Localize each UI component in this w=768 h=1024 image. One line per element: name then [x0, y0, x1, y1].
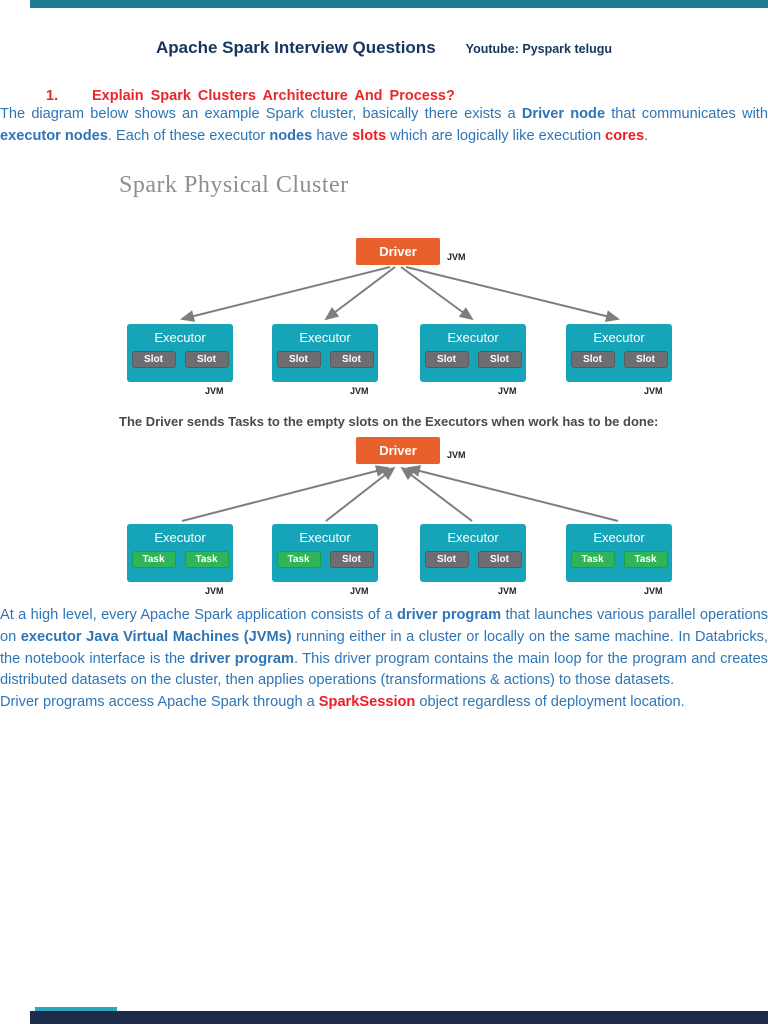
question-title: Explain Spark Clusters Architecture And … [92, 88, 455, 104]
text-segment-red: SparkSession [318, 694, 416, 711]
executor-label: Executor [447, 329, 499, 345]
slot-row: Slot Slot [424, 550, 522, 568]
question-number: 1. [46, 88, 59, 104]
slot-row: Slot Slot [424, 350, 522, 368]
jvm-label: JVM [350, 385, 369, 396]
text-segment-bold: nodes [269, 127, 313, 144]
slot-cell: Slot [570, 350, 615, 368]
task-cell: Task [276, 550, 321, 568]
slot-row: Slot Slot [276, 350, 374, 368]
jvm-label: JVM [205, 585, 224, 596]
text-segment: have [312, 127, 353, 144]
body-paragraph: At a high level, every Apache Spark appl… [0, 605, 768, 693]
jvm-label: JVM [498, 385, 517, 396]
slot-row: Task Task [131, 550, 229, 568]
slot-cell: Slot [276, 350, 321, 368]
text-segment-bold: executor nodes [0, 127, 108, 144]
executor-label: Executor [299, 329, 351, 345]
cluster-diagram-2: Driver JVM Executor Task Task JVM Execut… [0, 436, 768, 605]
executor-label: Executor [593, 329, 645, 345]
diagram-caption: The Driver sends Tasks to the empty slot… [119, 413, 659, 429]
question-row: 1. Explain Spark Clusters Architecture A… [46, 88, 716, 104]
executor-box: Executor Task Task [127, 523, 233, 582]
page-subtitle: Youtube: Pyspark telugu [465, 42, 612, 56]
executor-box: Executor Slot Slot [420, 523, 526, 582]
executor-label: Executor [447, 529, 499, 545]
text-segment: . This driver program contains the main … [0, 650, 768, 689]
bottom-decorative-bar [30, 1011, 768, 1024]
text-segment: which are logically like execution [386, 127, 606, 144]
cluster-diagram-1: Spark Physical Cluster Driver JVM Execut… [0, 172, 768, 408]
slot-cell: Slot [184, 350, 229, 368]
intro-paragraph: The diagram below shows an example Spark… [0, 104, 768, 148]
slot-cell: Slot [329, 350, 374, 368]
jvm-label: JVM [205, 385, 224, 396]
executor-label: Executor [593, 529, 645, 545]
task-cell: Task [131, 550, 176, 568]
slot-row: Task Slot [276, 550, 374, 568]
text-segment-red: slots [352, 127, 387, 144]
task-cell: Task [184, 550, 229, 568]
text-segment: that launches various parallel operation… [0, 606, 768, 645]
text-segment: . Each of these executor [107, 127, 270, 144]
top-decorative-bar [30, 0, 768, 8]
diagram-title: Spark Physical Cluster [119, 171, 349, 198]
jvm-label: JVM [350, 585, 369, 596]
executor-label: Executor [299, 529, 351, 545]
text-segment: The diagram below shows an example Spark… [0, 106, 522, 122]
slot-cell: Slot [329, 550, 374, 568]
text-segment-bold: Driver node [521, 106, 606, 122]
jvm-label: JVM [644, 385, 663, 396]
text-segment: object regardless of deployment location… [415, 694, 685, 711]
text-segment-bold: driver program [189, 650, 294, 667]
slot-row: Task Task [570, 550, 668, 568]
executor-box: Executor Slot Slot [420, 323, 526, 382]
text-segment: . [644, 127, 649, 144]
task-cell: Task [623, 550, 668, 568]
jvm-label: JVM [644, 585, 663, 596]
slot-cell: Slot [623, 350, 668, 368]
executor-box: Executor Task Slot [272, 523, 378, 582]
slot-cell: Slot [477, 550, 522, 568]
slot-row: Slot Slot [131, 350, 229, 368]
driver-box: Driver [356, 237, 440, 265]
text-segment-bold: executor Java Virtual Machines (JVMs) [20, 628, 292, 645]
executor-box: Executor Slot Slot [566, 323, 672, 382]
driver-box: Driver [356, 436, 440, 464]
executor-box: Executor Slot Slot [272, 323, 378, 382]
jvm-label: JVM [447, 251, 466, 262]
document-header: Apache Spark Interview Questions Youtube… [0, 0, 768, 58]
page-title: Apache Spark Interview Questions [156, 38, 436, 57]
slot-row: Slot Slot [570, 350, 668, 368]
text-segment: At a high level, every Apache Spark appl… [0, 606, 397, 623]
executor-label: Executor [154, 329, 206, 345]
slot-cell: Slot [424, 350, 469, 368]
executor-box: Executor Task Task [566, 523, 672, 582]
jvm-label: JVM [447, 449, 466, 460]
task-cell: Task [570, 550, 615, 568]
text-segment: that communicates with [605, 106, 768, 122]
body-paragraph: Driver programs access Apache Spark thro… [0, 692, 768, 714]
executor-label: Executor [154, 529, 206, 545]
slot-cell: Slot [477, 350, 522, 368]
slot-cell: Slot [131, 350, 176, 368]
bottom-accent-bar [35, 1007, 117, 1011]
executor-box: Executor Slot Slot [127, 323, 233, 382]
text-segment-red: cores [605, 127, 645, 144]
text-segment: Driver programs access Apache Spark thro… [0, 694, 319, 711]
jvm-label: JVM [498, 585, 517, 596]
text-segment-bold: driver program [396, 606, 502, 623]
slot-cell: Slot [424, 550, 469, 568]
text-segment: running either in a cluster or locally o… [0, 628, 768, 667]
